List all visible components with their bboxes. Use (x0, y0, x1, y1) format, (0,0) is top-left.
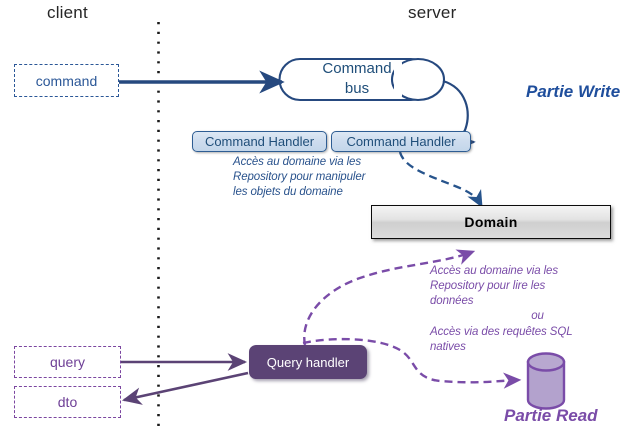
section-title-partie-write: Partie Write (526, 82, 621, 101)
database-cylinder (526, 352, 566, 410)
query-handler-box[interactable]: Query handler (249, 345, 367, 379)
arrow-handler-to-dto (121, 371, 249, 405)
command-handler-2[interactable]: Command Handler (331, 131, 471, 152)
client-box-command[interactable]: command (14, 64, 119, 97)
client-box-dto[interactable]: dto (14, 386, 121, 418)
write-annotation: Accès au domaine via les Repository pour… (233, 156, 366, 198)
zone-label-client: client (47, 3, 88, 22)
command-bus-label-line1: Command (322, 60, 392, 77)
domain-box[interactable]: Domain (371, 205, 611, 239)
command-bus-label-line2: bus (344, 80, 370, 97)
zone-label-server: server (408, 3, 457, 22)
client-box-query[interactable]: query (14, 346, 121, 378)
read-annotation-top: Accès au domaine via les Repository pour… (430, 265, 559, 307)
command-handler-1[interactable]: Command Handler (192, 131, 327, 152)
read-annotation-bottom: Accès via des requêtes SQL natives (430, 326, 573, 353)
section-title-partie-read: Partie Read (504, 406, 598, 425)
read-annotation-or: ou (531, 310, 544, 322)
